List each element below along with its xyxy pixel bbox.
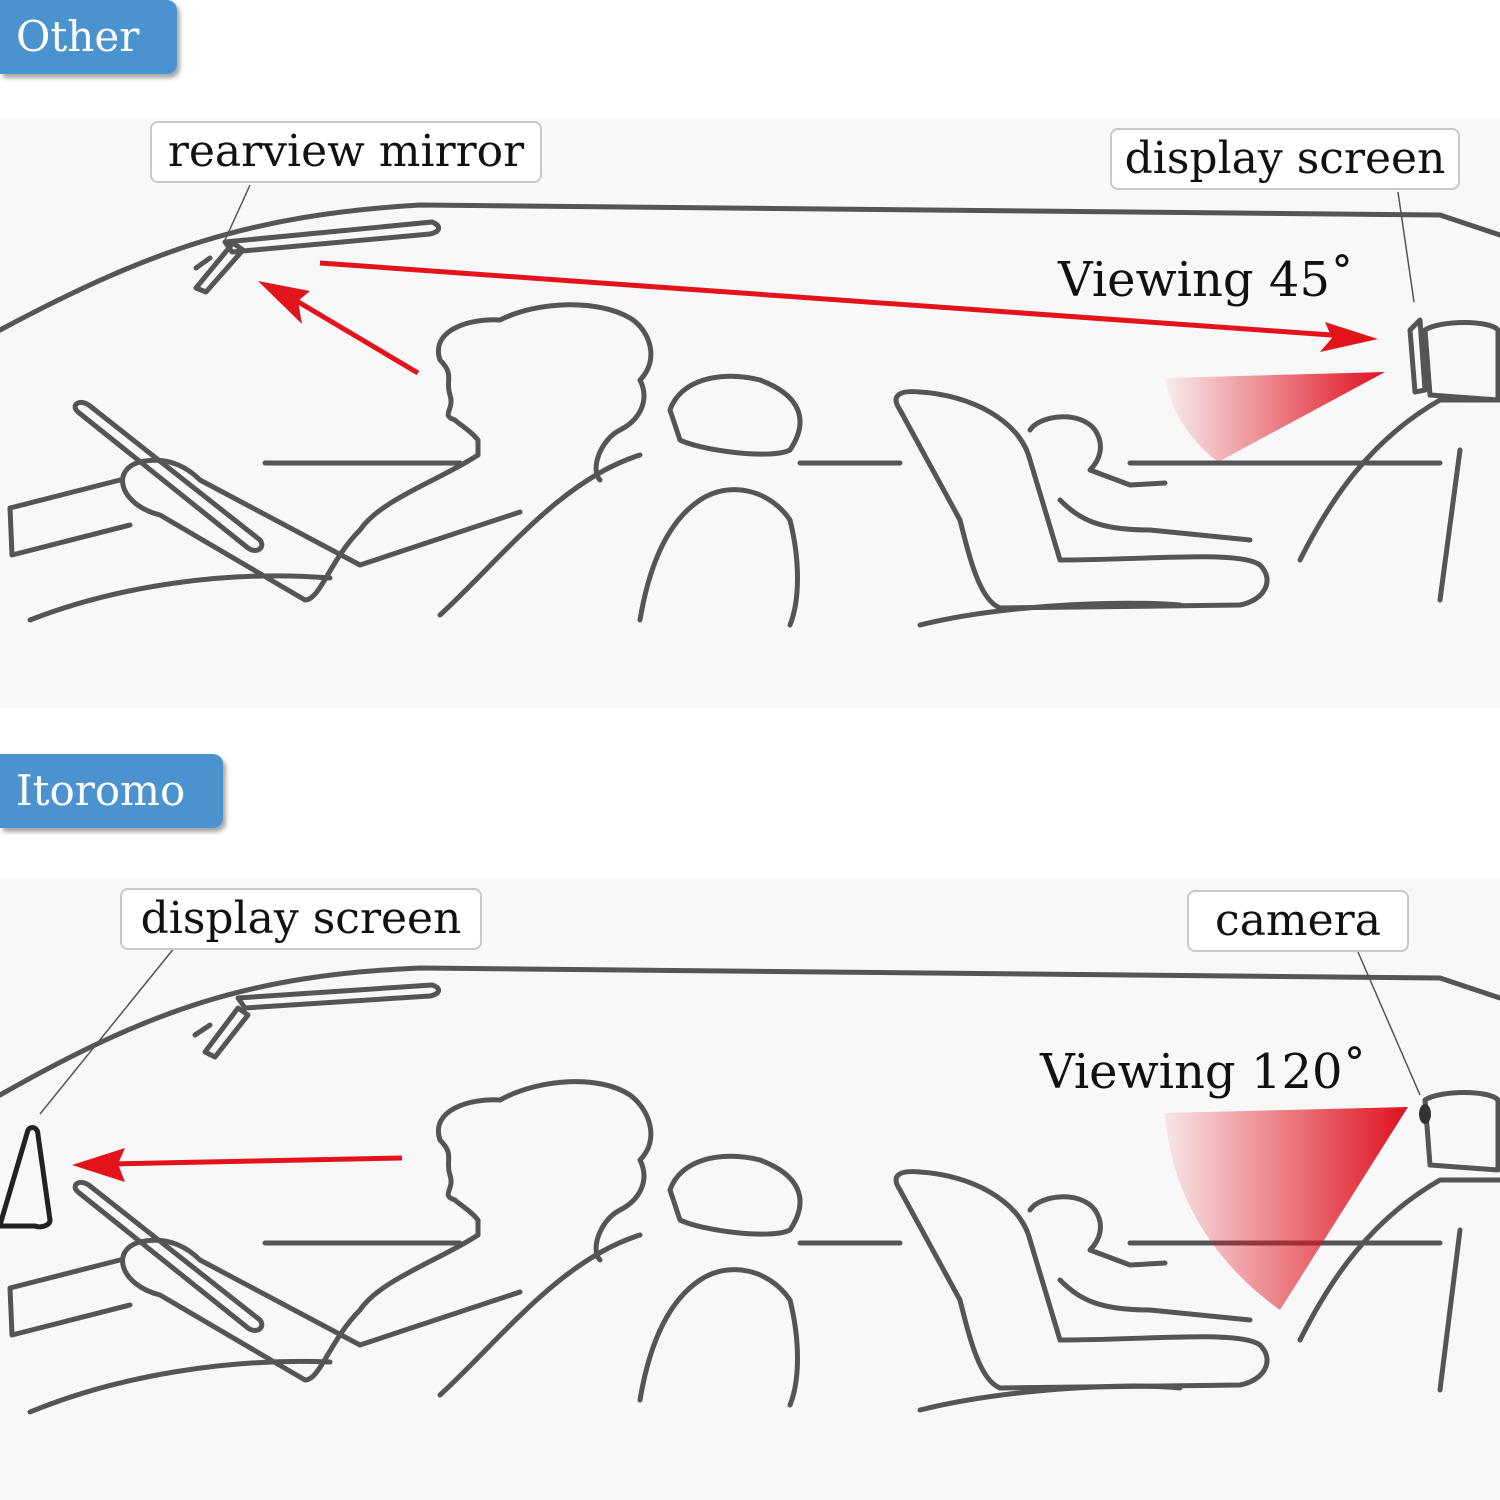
red-arrow-to-display [109, 1155, 403, 1167]
driver-arm [120, 1232, 523, 1383]
front-seat-headrest [667, 373, 803, 457]
rear-seat-base [917, 600, 1183, 628]
dashboard [7, 1257, 133, 1338]
rearview-mirror-shape [192, 1005, 251, 1060]
viewing-angle-label: Viewing 45˚ [1058, 252, 1354, 308]
display-screen-shape [0, 1125, 53, 1230]
leader-line-display-screen [1397, 191, 1415, 303]
steering-wheel [72, 400, 265, 553]
driver-silhouette [435, 302, 654, 483]
red-arrow-head-display [1320, 322, 1378, 352]
child-seat [893, 1169, 1270, 1391]
front-seat-back [437, 1232, 800, 1408]
callout-camera: camera [1187, 890, 1409, 952]
rear-seat [1297, 1177, 1500, 1393]
dashboard [7, 477, 133, 558]
car-interior-illustration-other [0, 184, 1500, 628]
child [1027, 1194, 1253, 1323]
tag-itoromo: Itoromo [0, 754, 224, 828]
leader-line-display-screen [39, 946, 176, 1115]
red-arrow-head-display [72, 1148, 125, 1182]
leader-line-rearview-mirror [224, 184, 251, 241]
rearview-mirror-shape [193, 240, 246, 295]
sun-visor [235, 982, 441, 1011]
car-roof-line [0, 202, 1500, 333]
driver-lap [27, 1358, 333, 1415]
headrest-monitor [1422, 1090, 1500, 1173]
steering-wheel [72, 1180, 265, 1333]
front-seat-back [437, 452, 800, 628]
camera-shape [1419, 1104, 1431, 1124]
front-seat-headrest [667, 1153, 803, 1237]
red-arrow-to-display [319, 260, 1346, 339]
viewing-cone-45 [1165, 372, 1385, 462]
rear-seat-base [917, 1383, 1183, 1413]
child-seat [893, 389, 1270, 611]
driver-lap [27, 573, 333, 623]
callout-rearview-mirror: rearview mirror [150, 121, 542, 183]
display-screen-shape [1407, 317, 1500, 403]
callout-display-screen: display screen [120, 888, 482, 950]
viewing-angle-label: Viewing 120˚ [1040, 1044, 1367, 1100]
child [1027, 414, 1253, 543]
sun-visor [222, 219, 441, 255]
viewing-cone-120 [1165, 1107, 1408, 1310]
red-arrow-head-mirror [258, 281, 310, 324]
callout-display-screen: display screen [1110, 128, 1460, 190]
driver-arm [120, 452, 523, 603]
car-interior-illustration-itoromo [0, 946, 1500, 1415]
tag-other: Other [0, 0, 178, 74]
car-roof-line [0, 965, 1500, 1098]
red-arrow-to-mirror [288, 294, 420, 376]
driver-silhouette [435, 1079, 654, 1263]
leader-line-camera [1357, 951, 1421, 1096]
rear-seat [1297, 397, 1500, 603]
